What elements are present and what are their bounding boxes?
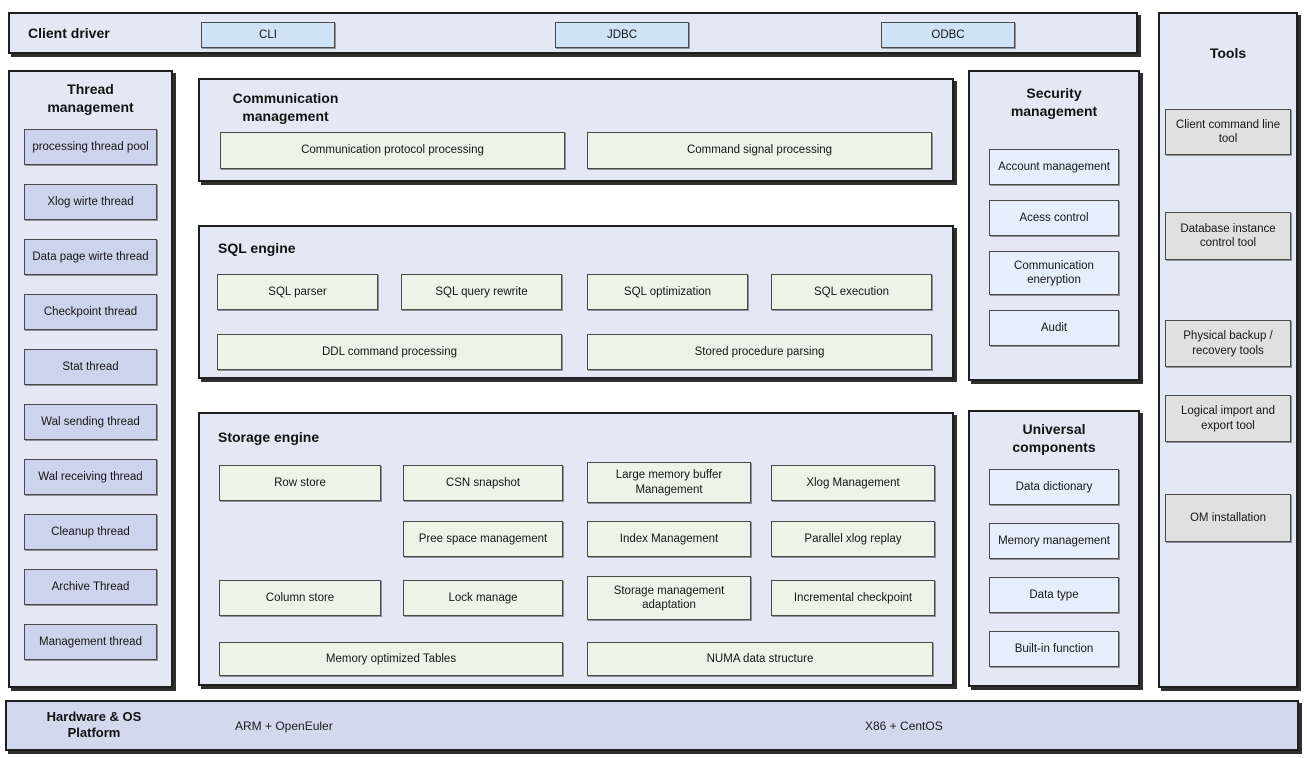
sql-item: SQL optimization (587, 274, 748, 310)
platform-label-x86: X86 + CentOS (865, 718, 943, 733)
security-item: Audit (989, 310, 1119, 346)
storage-item: CSN snapshot (403, 465, 563, 501)
client-driver-title: Client driver (28, 24, 110, 41)
universal-components-title: Universal components (1012, 421, 1096, 456)
tools-item: Physical backup / recovery tools (1165, 320, 1291, 367)
thread-item: Wal sending thread (24, 404, 157, 440)
storage-item: NUMA data structure (587, 642, 933, 676)
sql-engine-panel: SQL engine SQL parser SQL query rewrite … (198, 225, 954, 379)
security-item: Account management (989, 149, 1119, 185)
tools-title: Tools (1209, 45, 1247, 61)
universal-item: Data dictionary (989, 469, 1119, 505)
driver-button-odbc: ODBC (881, 22, 1015, 48)
communication-management-title: Communication management (232, 90, 339, 125)
thread-item: Cleanup thread (24, 514, 157, 550)
tools-item: Database instance control tool (1165, 212, 1291, 260)
driver-button-jdbc: JDBC (555, 22, 689, 48)
driver-button-cli: CLI (201, 22, 335, 48)
universal-item: Built-in function (989, 631, 1119, 667)
sql-item: DDL command processing (217, 334, 562, 370)
universal-components-panel: Universal components Data dictionary Mem… (968, 410, 1140, 687)
thread-item: Stat thread (24, 349, 157, 385)
thread-item: Xlog wirte thread (24, 184, 157, 220)
storage-item: Xlog Management (771, 465, 935, 501)
communication-item: Communication protocol processing (220, 132, 565, 169)
universal-item: Memory management (989, 523, 1119, 559)
storage-item: Parallel xlog replay (771, 521, 935, 557)
tools-item: Logical import and export tool (1165, 395, 1291, 442)
thread-item: Wal receiving thread (24, 459, 157, 495)
sql-item: SQL parser (217, 274, 378, 310)
thread-item: Archive Thread (24, 569, 157, 605)
client-driver-panel: Client driver CLI JDBC ODBC (8, 12, 1138, 54)
thread-management-panel: Thread management processing thread pool… (8, 70, 173, 688)
storage-item: Memory optimized Tables (219, 642, 563, 676)
storage-item: Row store (219, 465, 381, 501)
security-management-title: Security management (1010, 85, 1098, 120)
security-item: Acess control (989, 200, 1119, 236)
thread-management-title: Thread management (47, 81, 134, 116)
communication-item: Command signal processing (587, 132, 932, 169)
platform-title: Hardware & OS Platform (46, 708, 142, 741)
thread-item: processing thread pool (24, 129, 157, 165)
storage-item: Incremental checkpoint (771, 580, 935, 616)
thread-item: Checkpoint thread (24, 294, 157, 330)
communication-management-panel: Communication management Communication p… (198, 78, 954, 182)
sql-item: SQL execution (771, 274, 932, 310)
security-item: Communication eneryption (989, 251, 1119, 295)
universal-list: Data dictionary Memory management Data t… (989, 469, 1119, 667)
thread-item: Data page wirte thread (24, 239, 157, 275)
storage-item: Pree space management (403, 521, 563, 557)
tools-panel: Tools Client command line tool Database … (1158, 12, 1298, 688)
sql-item: Stored procedure parsing (587, 334, 932, 370)
storage-item: Large memory buffer Management (587, 462, 751, 503)
platform-label-arm: ARM + OpenEuler (235, 718, 333, 733)
sql-engine-title: SQL engine (218, 240, 296, 256)
thread-list: processing thread pool Xlog wirte thread… (24, 129, 157, 660)
thread-item: Management thread (24, 624, 157, 660)
security-list: Account management Acess control Communi… (989, 149, 1119, 346)
universal-item: Data type (989, 577, 1119, 613)
tools-item: Client command line tool (1165, 109, 1291, 155)
storage-item: Lock manage (403, 580, 563, 616)
sql-item: SQL query rewrite (401, 274, 562, 310)
storage-item: Index Management (587, 521, 751, 557)
security-management-panel: Security management Account management A… (968, 70, 1140, 381)
storage-engine-title: Storage engine (218, 429, 320, 445)
platform-bar: Hardware & OS Platform ARM + OpenEuler X… (5, 700, 1299, 751)
storage-item: Column store (219, 580, 381, 616)
storage-item: Storage management adaptation (587, 576, 751, 620)
storage-engine-panel: Storage engine Row store CSN snapshot La… (198, 412, 954, 686)
tools-item: OM installation (1165, 494, 1291, 542)
